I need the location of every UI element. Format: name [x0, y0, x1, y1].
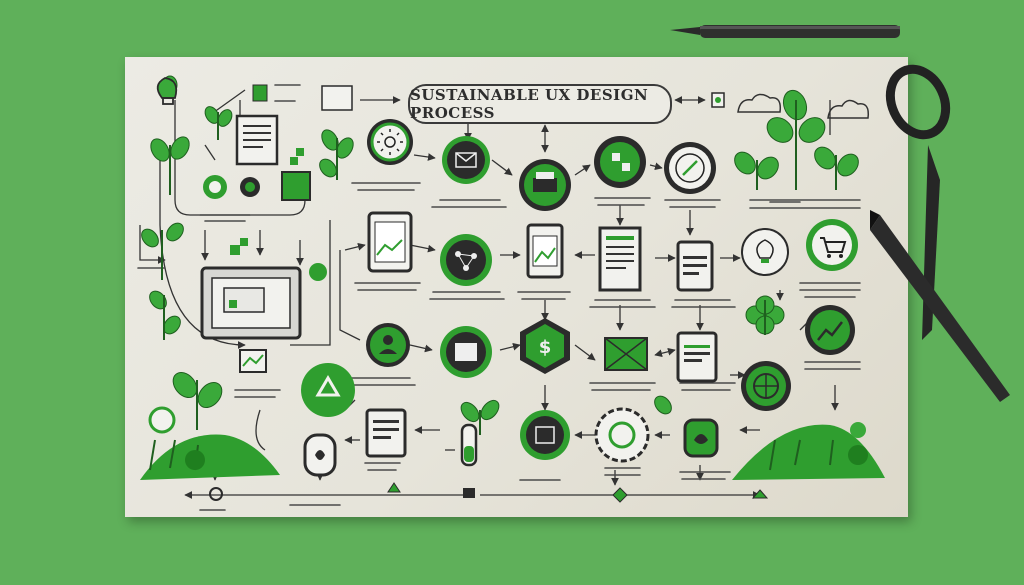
sun-icon [367, 119, 413, 165]
stems [161, 100, 837, 435]
growth-chart-icon [805, 305, 855, 355]
lightbulb-icon [741, 228, 789, 276]
gear-cluster-icon [594, 407, 650, 463]
small-target-icon [148, 175, 327, 501]
profile-card-icon [440, 326, 492, 378]
recycle-icon [301, 363, 355, 417]
dollar-hexagon-icon: $ [520, 318, 570, 374]
plant-icon [141, 75, 859, 423]
title-banner: SUSTAINABLE UX DESIGN PROCESS [408, 84, 672, 124]
svg-text:$: $ [539, 337, 552, 358]
hill-left [140, 434, 280, 480]
computer-monitor-icon [200, 266, 302, 373]
lock-icon [303, 418, 719, 477]
compass-icon [664, 142, 716, 194]
lightbulb-small-icon [156, 77, 178, 105]
clouds [737, 93, 870, 119]
device-cycle-icon [594, 136, 646, 188]
label-scribbles [137, 84, 861, 511]
hill-right [732, 422, 885, 480]
scissors-icon [870, 64, 1010, 402]
network-icon [440, 234, 492, 286]
shopping-cart-icon [806, 219, 858, 271]
pen-icon [670, 25, 900, 38]
page-title: SUSTAINABLE UX DESIGN PROCESS [410, 86, 649, 122]
document-icon [235, 85, 642, 292]
user-icon [366, 323, 410, 367]
tablet-icon [365, 211, 718, 458]
small-badges [230, 84, 769, 503]
printer-icon [519, 159, 571, 211]
frame-icon [520, 410, 570, 460]
globe-icon [741, 361, 791, 411]
envelope-icon [442, 136, 490, 184]
